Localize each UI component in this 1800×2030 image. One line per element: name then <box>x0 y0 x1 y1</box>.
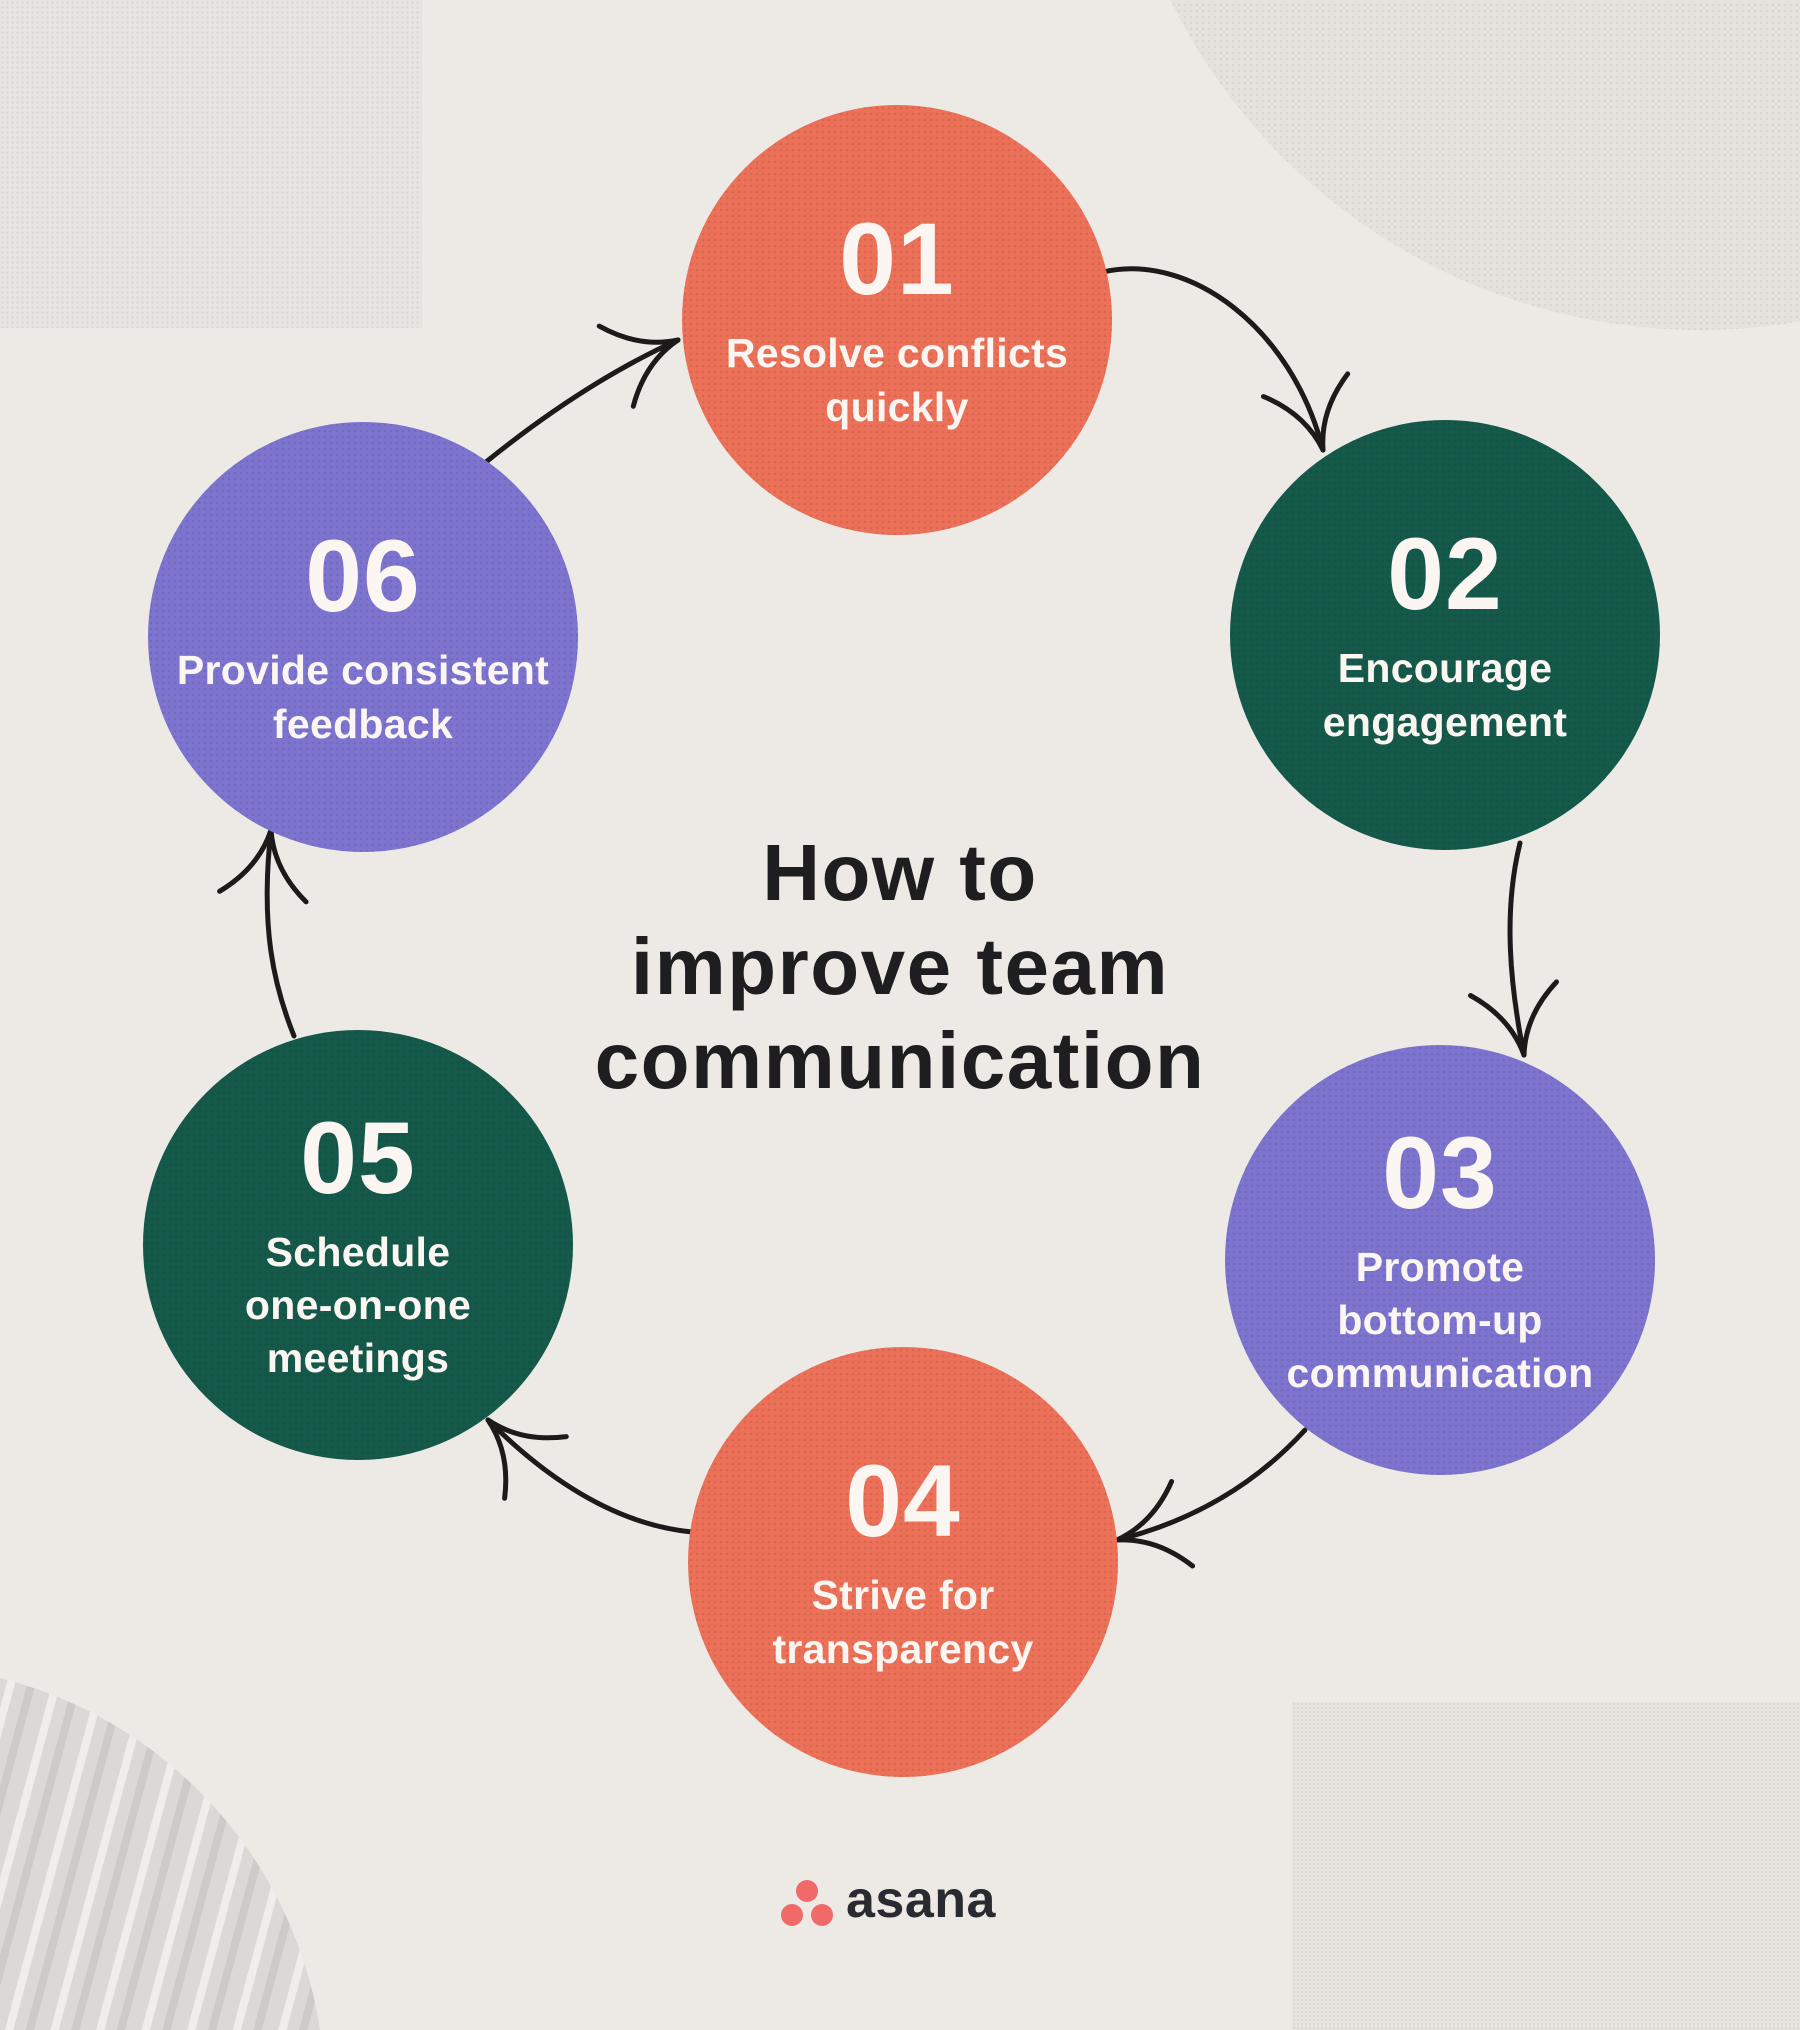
asana-logo-text: asana <box>846 1871 996 1929</box>
step-label: Strive for transparency <box>772 1572 1034 1672</box>
arrow-03-to-04-barb <box>1114 1537 1196 1569</box>
arrow-02-to-03-barb <box>1468 993 1527 1058</box>
asana-dot-icon <box>796 1880 818 1902</box>
arrow-04-to-05 <box>485 1417 695 1535</box>
bg-texture-square-topleft <box>0 0 422 328</box>
arrow-06-to-01-barb <box>630 337 681 409</box>
arrow-03-to-04-barb <box>1114 1479 1175 1543</box>
arrow-05-to-06-barb <box>217 827 274 894</box>
step-number: 02 <box>1387 517 1503 632</box>
arrow-02-to-03 <box>1507 840 1527 1058</box>
arrow-03-to-04 <box>1114 1427 1308 1543</box>
step-label: Resolve conflicts quickly <box>725 330 1069 430</box>
asana-logo-icon <box>781 1880 833 1926</box>
arrow-06-to-01-barb <box>596 323 681 345</box>
arrow-05-to-06 <box>264 827 297 1039</box>
arrow-04-to-05-barb <box>485 1417 509 1501</box>
step-label: Promote bottom-up communication <box>1286 1243 1594 1397</box>
step-circle-03: 03 Promote bottom-up communication <box>1225 1045 1655 1475</box>
bg-texture-rect-bottomright <box>1292 1702 1800 2030</box>
arrow-01-to-02-barb <box>1261 394 1326 453</box>
step-circle-05: 05 Schedule one-on-one meetings <box>143 1030 573 1460</box>
step-label: Provide consistent feedback <box>176 647 550 747</box>
step-number: 03 <box>1382 1115 1498 1230</box>
arrow-01-to-02-barb <box>1320 371 1351 453</box>
arrow-01-to-02 <box>1100 266 1326 453</box>
step-circle-04: 04 Strive for transparency <box>688 1347 1118 1777</box>
arrow-05-to-06-barb <box>268 827 309 905</box>
asana-logo: asana <box>781 1874 996 1932</box>
asana-dot-icon <box>781 1904 803 1926</box>
step-label: Encourage engagement <box>1322 645 1568 745</box>
arrow-04-to-05-barb <box>485 1417 569 1441</box>
step-circle-02: 02 Encourage engagement <box>1230 420 1660 850</box>
step-number: 04 <box>845 1444 961 1559</box>
arrow-06-to-01 <box>483 337 681 465</box>
step-number: 01 <box>839 202 955 317</box>
step-number: 06 <box>305 519 421 634</box>
step-label: Schedule one-on-one meetings <box>244 1228 472 1382</box>
step-circle-06: 06 Provide consistent feedback <box>148 422 578 852</box>
step-number: 05 <box>300 1100 416 1215</box>
step-circle-01: 01 Resolve conflicts quickly <box>682 105 1112 535</box>
arrow-02-to-03-barb <box>1521 979 1559 1058</box>
asana-dot-icon <box>811 1904 833 1926</box>
page-title: How to improve team communication <box>594 827 1206 1106</box>
